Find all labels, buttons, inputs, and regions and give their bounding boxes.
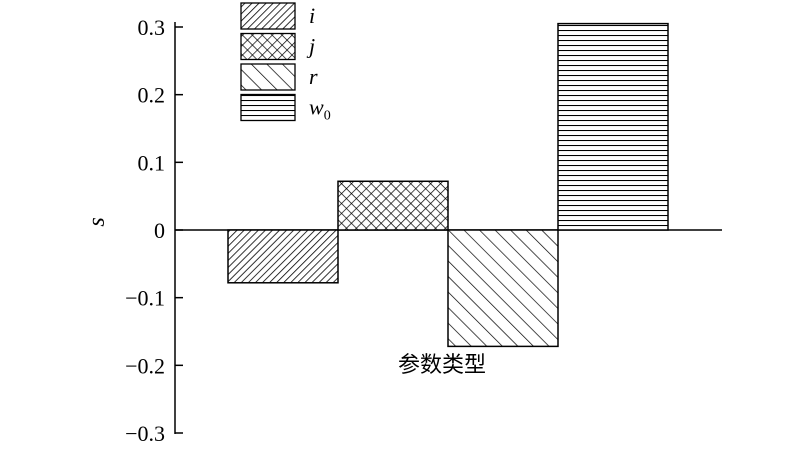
y-tick-label: 0 (154, 218, 165, 243)
x-axis-title: 参数类型 (398, 353, 486, 378)
bar-j (337, 180, 449, 231)
y-tick-label: −0.1 (125, 286, 165, 311)
y-axis-title: s (84, 217, 110, 226)
legend-swatch-w (240, 93, 296, 122)
legend: ijr w0 (240, 2, 331, 124)
y-tick-label: −0.3 (125, 421, 165, 446)
legend-label-w: w0 (309, 95, 331, 124)
legend-swatch-i (240, 2, 296, 30)
legend-label-j: j (306, 34, 315, 59)
legend-swatch-r (240, 63, 296, 91)
bar-w0 (557, 22, 669, 231)
bar-i (227, 229, 339, 284)
y-tick-label: 0.3 (138, 15, 166, 40)
y-tick-label: 0.2 (138, 83, 166, 108)
bar-r (447, 229, 559, 348)
y-tick-label: −0.2 (125, 353, 165, 378)
legend-swatch-j (240, 32, 296, 61)
bars (227, 22, 669, 348)
legend-label-i: i (309, 3, 315, 28)
y-tick-label: 0.1 (138, 150, 166, 175)
legend-label-r: r (309, 64, 318, 89)
y-ticks: 0.3 0.2 0.1 0 −0.1 −0.2 −0.3 (125, 15, 183, 446)
